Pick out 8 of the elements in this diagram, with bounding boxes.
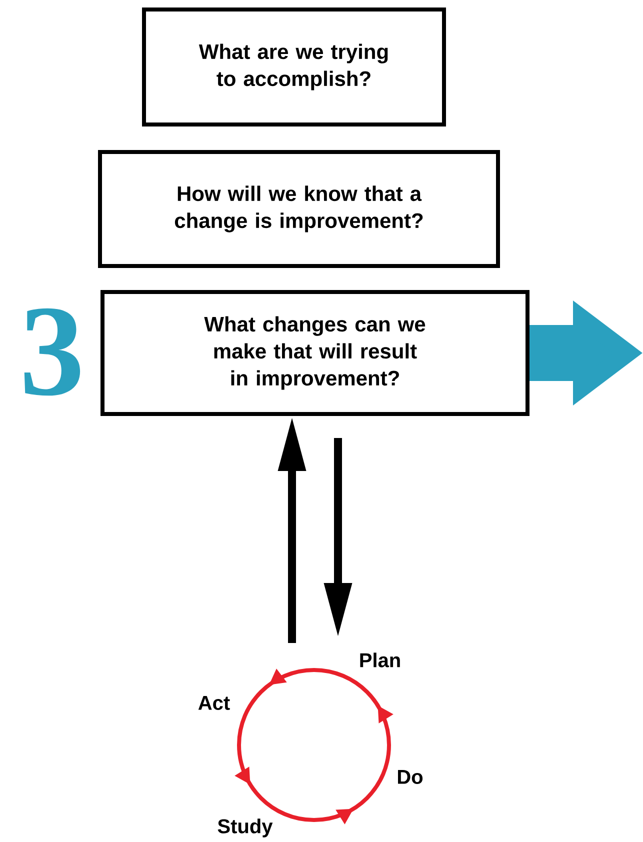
- stage-label: Act: [198, 696, 230, 710]
- question-box: What changes can we make that will result in improvement?: [100, 290, 530, 416]
- stage-label: Do: [398, 770, 423, 784]
- big-number: 3: [24, 308, 80, 396]
- stage-label: Plan: [360, 652, 400, 668]
- stage-label: Study: [218, 818, 273, 838]
- question-box: What are we trying to accomplish?: [142, 8, 446, 126]
- question-box: How will we know that a change is improvement?: [98, 150, 500, 268]
